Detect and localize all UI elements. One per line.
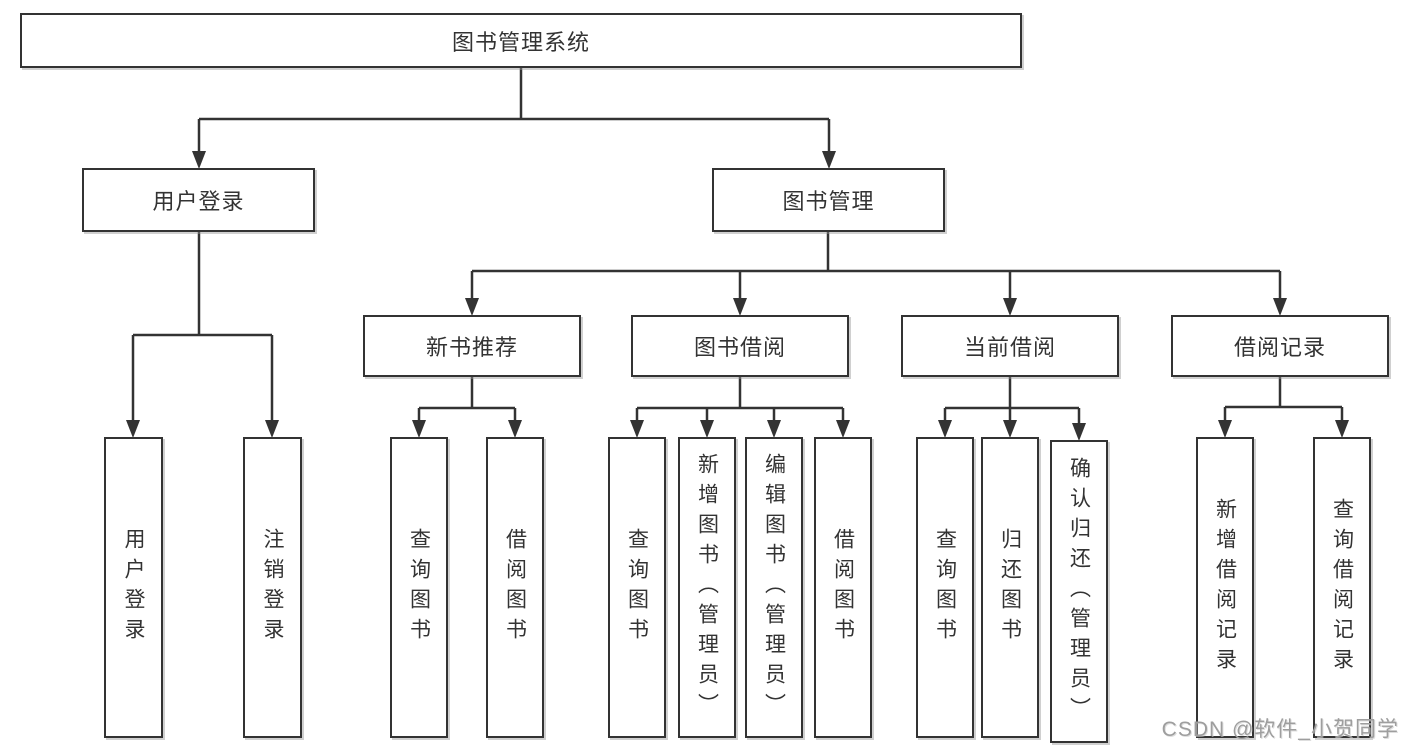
leaf-nbr-borrow-books-label: 借阅图书 xyxy=(503,527,527,648)
leaf-cb-return-books-label: 归还图书 xyxy=(998,527,1022,648)
leaf-bb-query-books: 查询图书 xyxy=(608,437,666,738)
leaf-logout-login: 注销登录 xyxy=(243,437,302,738)
leaf-br-add-record: 新增借阅记录 xyxy=(1196,437,1254,738)
leaf-bb-add-books-admin-label: 新增图书（管理员） xyxy=(695,452,719,723)
node-book-borrowing: 图书借阅 xyxy=(631,315,849,377)
leaf-nbr-query-books-label: 查询图书 xyxy=(407,527,431,648)
node-root: 图书管理系统 xyxy=(20,13,1022,68)
node-root-label: 图书管理系统 xyxy=(451,29,590,55)
leaf-bb-add-books-admin: 新增图书（管理员） xyxy=(678,437,736,738)
node-borrow-records: 借阅记录 xyxy=(1171,315,1389,377)
node-user-login: 用户登录 xyxy=(82,168,315,232)
leaf-bb-borrow-books: 借阅图书 xyxy=(814,437,872,738)
node-current-borrowing-label: 当前借阅 xyxy=(963,335,1056,360)
leaf-bb-query-books-label: 查询图书 xyxy=(625,527,649,648)
node-new-book-recommend: 新书推荐 xyxy=(363,315,581,377)
leaf-user-login: 用户登录 xyxy=(104,437,163,738)
leaf-cb-confirm-return-admin-label: 确认归还（管理员） xyxy=(1067,456,1091,727)
leaf-cb-return-books: 归还图书 xyxy=(981,437,1039,738)
node-book-management-label: 图书管理 xyxy=(782,189,875,214)
node-book-management: 图书管理 xyxy=(712,168,945,232)
node-new-book-recommend-label: 新书推荐 xyxy=(425,335,518,360)
leaf-logout-login-label: 注销登录 xyxy=(261,527,284,648)
leaf-nbr-borrow-books: 借阅图书 xyxy=(486,437,544,738)
leaf-user-login-label: 用户登录 xyxy=(122,527,145,648)
node-borrow-records-label: 借阅记录 xyxy=(1233,335,1326,360)
node-current-borrowing: 当前借阅 xyxy=(901,315,1119,377)
leaf-cb-query-books: 查询图书 xyxy=(916,437,974,738)
watermark: CSDN @软件_小贺同学 xyxy=(1161,718,1399,741)
leaf-cb-query-books-label: 查询图书 xyxy=(933,527,957,648)
leaf-cb-confirm-return-admin: 确认归还（管理员） xyxy=(1050,440,1108,743)
leaf-bb-borrow-books-label: 借阅图书 xyxy=(831,527,855,648)
leaf-nbr-query-books: 查询图书 xyxy=(390,437,448,738)
leaf-bb-edit-books-admin-label: 编辑图书（管理员） xyxy=(762,452,786,723)
leaf-br-add-record-label: 新增借阅记录 xyxy=(1213,497,1237,678)
node-book-borrowing-label: 图书借阅 xyxy=(693,335,786,360)
leaf-br-query-record: 查询借阅记录 xyxy=(1313,437,1371,738)
leaf-br-query-record-label: 查询借阅记录 xyxy=(1330,497,1354,678)
leaf-bb-edit-books-admin: 编辑图书（管理员） xyxy=(745,437,803,738)
node-user-login-label: 用户登录 xyxy=(152,189,245,214)
